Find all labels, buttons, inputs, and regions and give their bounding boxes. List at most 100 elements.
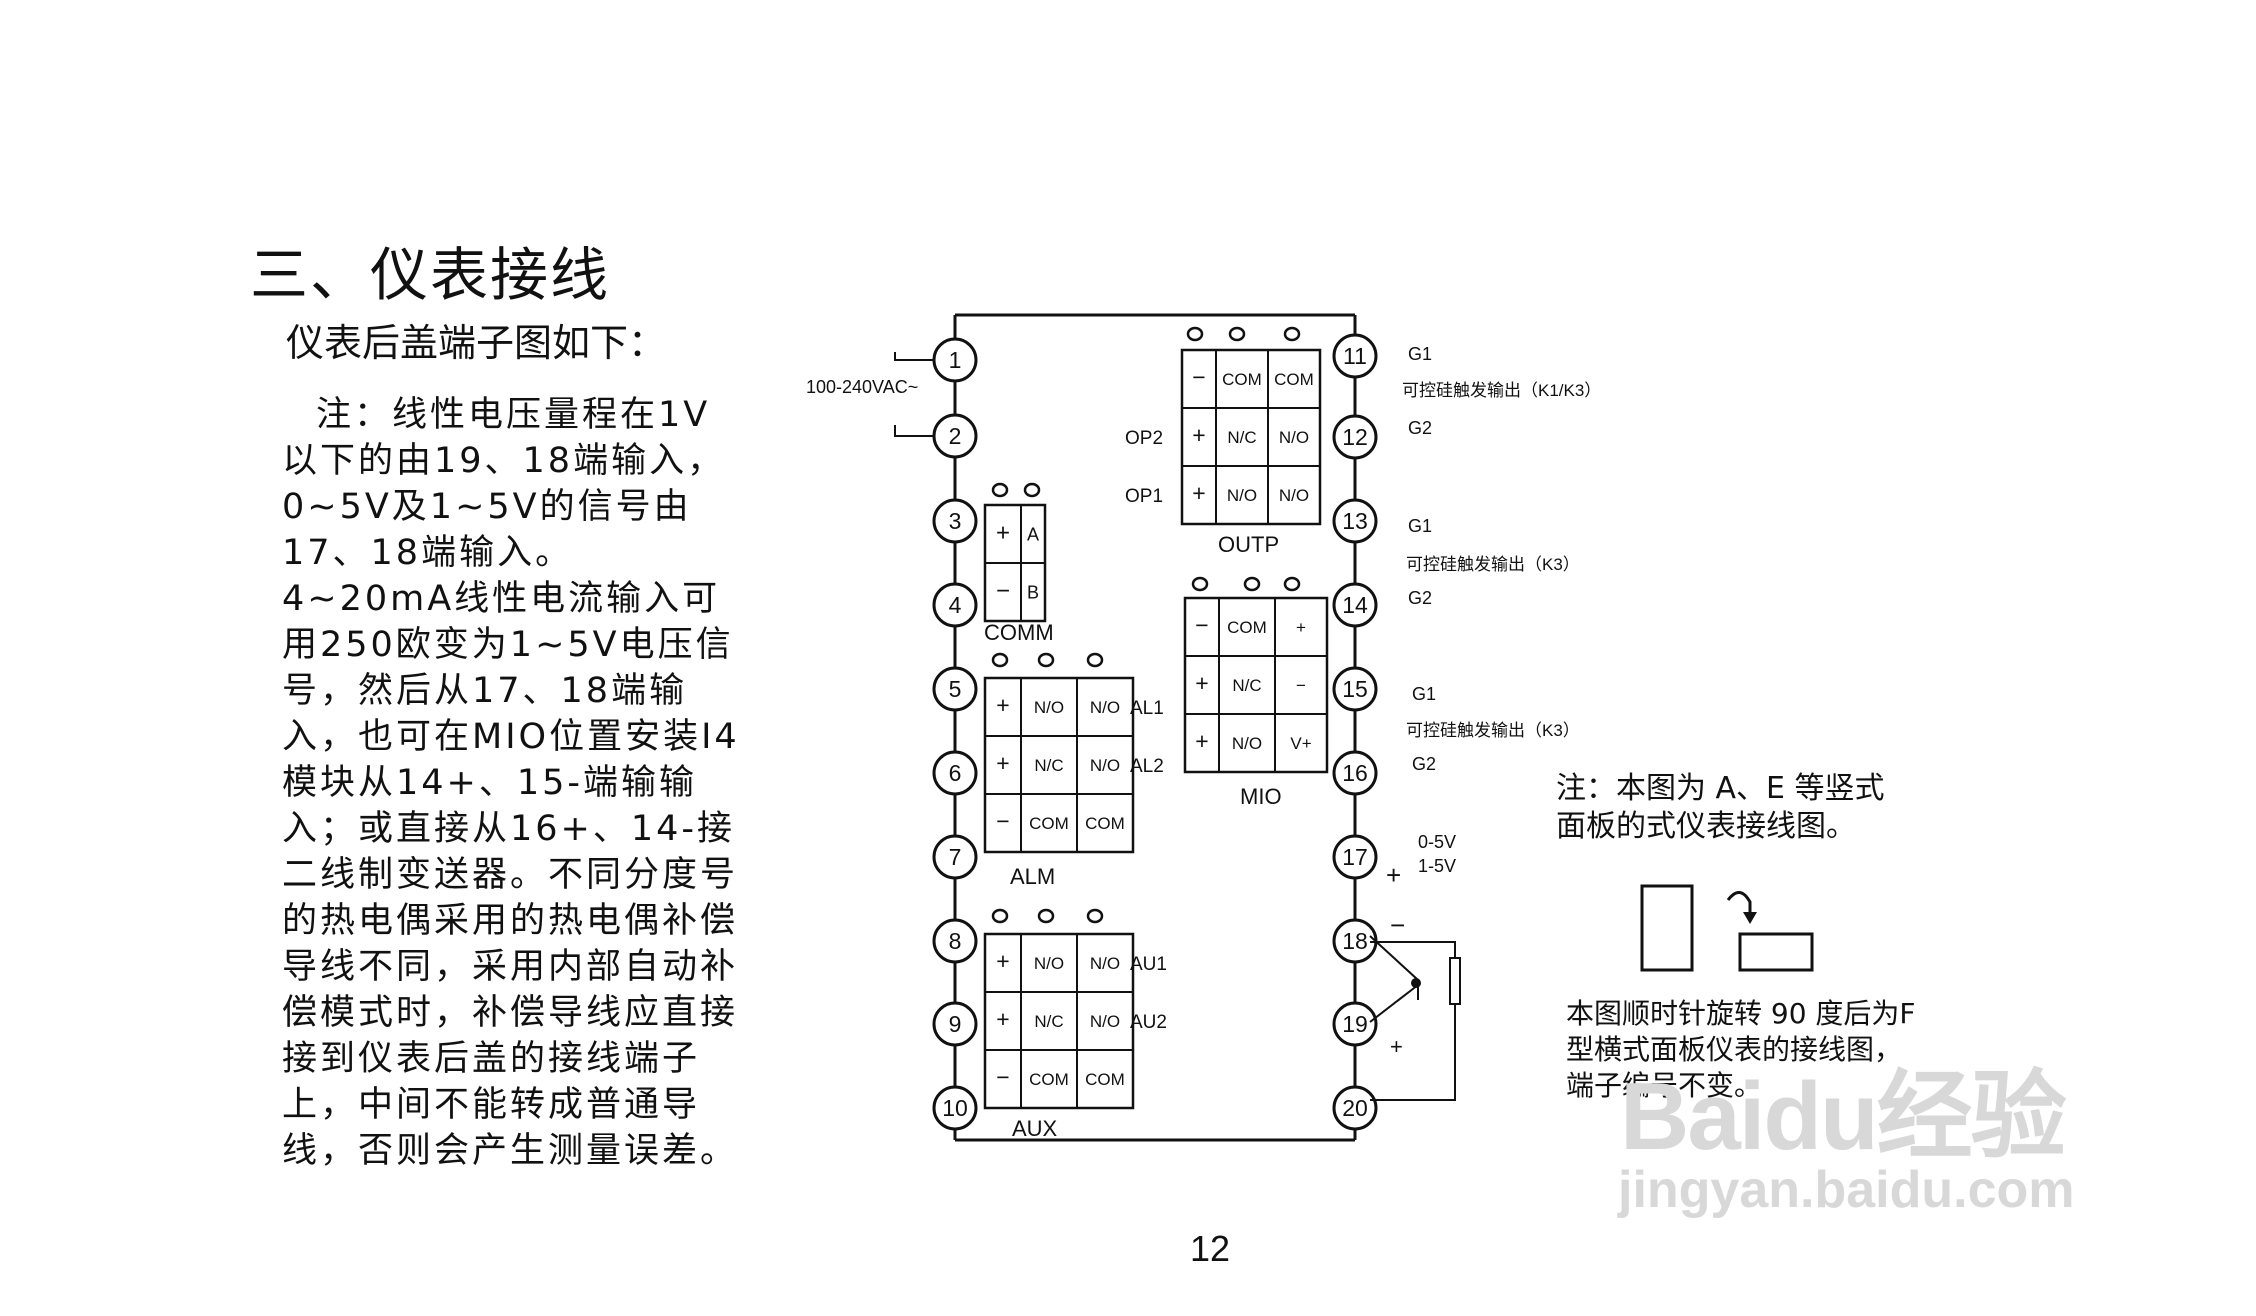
terminal-15-ring [1332, 666, 1378, 712]
aux-cell: − [996, 1064, 1009, 1090]
terminal-1-ring [932, 337, 978, 383]
outp-pin-icon [1228, 326, 1246, 342]
comm-pin-icon [1023, 482, 1041, 498]
alm-pin-icon [1037, 652, 1055, 668]
outp-cell: N/O [1279, 486, 1309, 505]
page-number: 12 [1190, 1228, 1231, 1269]
terminal-2: 2 [932, 413, 978, 459]
comm-label: COMM [984, 620, 1054, 645]
terminal-6-label: 6 [949, 760, 962, 786]
terminal-18-label: 18 [1342, 928, 1368, 954]
terminal-5-ring [932, 666, 978, 712]
scr-label-k3-a: 可控硅触发输出（K3） [1406, 555, 1580, 574]
terminal-8-ring [932, 918, 978, 964]
alm-pin-icon [991, 652, 1009, 668]
outp-cell: − [1192, 364, 1205, 390]
au1-label: AU1 [1130, 954, 1167, 975]
outp-cell: COM [1222, 370, 1262, 389]
mio-cell: + [1296, 618, 1306, 637]
terminal-14: 14 [1332, 582, 1378, 628]
scr-label-k3-b: 可控硅触发输出（K3） [1406, 721, 1580, 740]
aux-cell: N/O [1090, 1012, 1120, 1031]
voltage-label-05: 0-5V [1418, 832, 1456, 852]
terminal-6: 6 [932, 750, 978, 796]
aux-pin-icon [1086, 908, 1104, 924]
plus-19: + [1390, 1034, 1403, 1059]
terminal-13-ring [1332, 498, 1378, 544]
terminal-14-ring [1332, 582, 1378, 628]
terminal-19-ring [1332, 1001, 1378, 1047]
terminal-3: 3 [932, 498, 978, 544]
aux-label: AUX [1012, 1116, 1058, 1141]
mio-cell: − [1195, 612, 1208, 638]
aux-frame [983, 932, 1135, 1110]
terminal-17-label: 17 [1342, 844, 1368, 870]
aux-cell: COM [1085, 1070, 1125, 1089]
alm-cell: N/O [1034, 698, 1064, 717]
terminal-15-label: 15 [1342, 676, 1368, 702]
mio-cell: + [1195, 670, 1208, 696]
terminal-8-label: 8 [949, 928, 962, 954]
alm-frame [983, 676, 1135, 854]
terminal-16-label: 16 [1342, 760, 1368, 786]
terminal-17-ring [1332, 834, 1378, 880]
terminal-12-label: 12 [1342, 424, 1368, 450]
comm-cell: A [1027, 524, 1039, 544]
alm-cell: − [996, 808, 1009, 834]
aux-pin-icon [991, 908, 1009, 924]
side-note: 注：本图为 A、E 等竖式面板的式仪表接线图。 [1556, 771, 1885, 844]
section-heading: 三、仪表接线 [250, 241, 611, 309]
al1-label: AL1 [1130, 698, 1164, 719]
outp-pin-icon [1283, 326, 1301, 342]
terminal-5-label: 5 [949, 676, 962, 702]
terminal-20-label: 20 [1342, 1095, 1368, 1121]
mio-cell: N/O [1232, 734, 1262, 753]
aux-cell: + [996, 1006, 1009, 1032]
terminal-5: 5 [932, 666, 978, 712]
comm-pin-icon [991, 482, 1009, 498]
terminal-4-ring [932, 582, 978, 628]
terminal-2-label: 2 [949, 423, 962, 449]
wiring-note: 注：线性电压量程在1V以下的由19、18端输入，0~5V及1~5V的信号由17、… [282, 395, 740, 1171]
outp-label: OUTP [1218, 532, 1279, 557]
terminal-3-label: 3 [949, 508, 962, 534]
aux-cell: N/C [1034, 1012, 1063, 1031]
terminal-19-label: 19 [1342, 1011, 1368, 1037]
voltage-label-15: 1-5V [1418, 856, 1456, 876]
mio-pin-icon [1243, 576, 1261, 592]
outp-cell: + [1192, 480, 1205, 506]
outp-cell: N/O [1227, 486, 1257, 505]
mio-cell: V+ [1290, 734, 1311, 753]
g2-label-14: G2 [1408, 588, 1432, 608]
terminal-13: 13 [1332, 498, 1378, 544]
rotate-arrow-icon [1726, 891, 1752, 918]
terminal-20-ring [1332, 1085, 1378, 1131]
vertical-panel-icon [1640, 884, 1694, 972]
terminal-10-label: 10 [942, 1095, 968, 1121]
g1-label-15: G1 [1412, 684, 1436, 704]
subheading: 仪表后盖端子图如下： [286, 321, 667, 365]
outp-frame [1180, 348, 1322, 526]
g1-label-13: G1 [1408, 516, 1432, 536]
terminal-8: 8 [932, 918, 978, 964]
aux-cell: COM [1029, 1070, 1069, 1089]
alm-label: ALM [1010, 864, 1055, 889]
mio-pin-icon [1283, 576, 1301, 592]
au2-label: AU2 [1130, 1012, 1167, 1033]
terminal-3-ring [932, 498, 978, 544]
terminal-7: 7 [932, 834, 978, 880]
power-label: 100-240VAC~ [806, 377, 918, 397]
scr-label-k1k3: 可控硅触发输出（K1/K3） [1402, 381, 1601, 400]
terminal-11: 11 [1332, 333, 1378, 379]
aux-pin-icon [1037, 908, 1055, 924]
mio-label: MIO [1240, 784, 1282, 809]
plus-17: + [1386, 860, 1401, 890]
terminal-13-label: 13 [1342, 508, 1368, 534]
comm-cell: − [996, 577, 1010, 604]
alm-cell: + [996, 692, 1009, 718]
terminal-12: 12 [1332, 414, 1378, 460]
mio-cell: + [1195, 728, 1208, 754]
terminal-2-ring [932, 413, 978, 459]
mio-pin-icon [1191, 576, 1209, 592]
